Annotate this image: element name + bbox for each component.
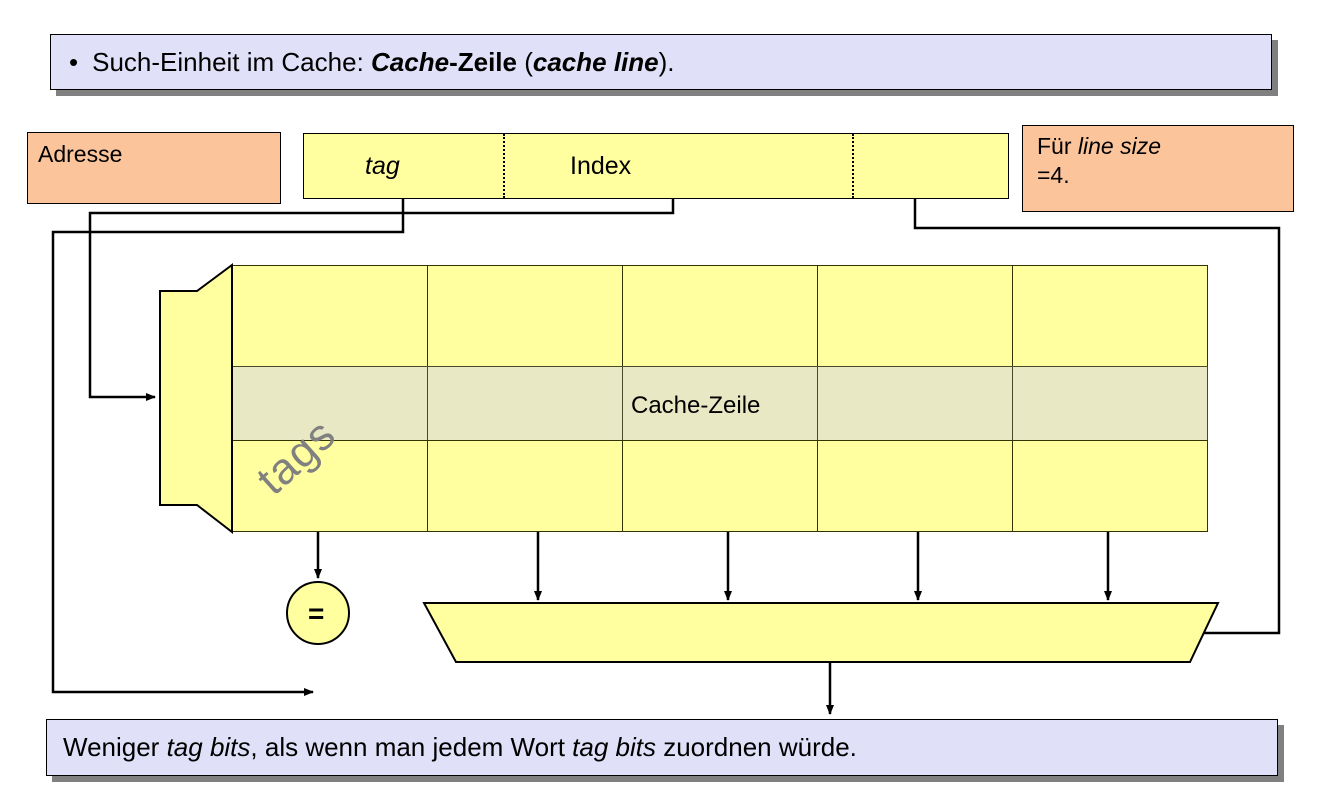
cache-cell-r0c1	[427, 265, 623, 367]
cache-cell-r2c2	[622, 440, 818, 532]
address-divider-index-offset	[852, 134, 854, 198]
comparator-equals-label: =	[308, 598, 325, 629]
cache-cell-r2c3	[817, 440, 1013, 532]
bottom-banner-seg-4: zuordnen würde.	[656, 732, 857, 763]
cache-cell-r1c3	[817, 366, 1013, 441]
multiplexer-trapezoid	[422, 602, 1220, 663]
bottom-banner-text: Weniger tag bits, als wenn man jedem Wor…	[63, 733, 857, 762]
top-banner-seg-0: Such-Einheit im Cache:	[92, 46, 372, 77]
cache-cell-r0c4	[1012, 265, 1208, 367]
address-field-index-label: Index	[570, 152, 632, 180]
cache-cell-r2c1	[427, 440, 623, 532]
cache-cell-r1c4	[1012, 366, 1208, 441]
bottom-banner-seg-1: tag bits	[166, 732, 251, 763]
top-banner: • Such-Einheit im Cache: Cache-Zeile (ca…	[50, 34, 1272, 90]
top-banner-text: Such-Einheit im Cache: Cache-Zeile (cach…	[92, 46, 675, 77]
bottom-banner-seg-0: Weniger	[63, 732, 167, 763]
adresse-label: Adresse	[38, 141, 123, 167]
address-field-tag-label: tag	[365, 152, 400, 180]
address-divider-tag-index	[503, 134, 505, 198]
cache-cell-r0c0	[232, 265, 428, 367]
bullet-icon: •	[69, 46, 79, 77]
cache-cell-r0c2	[622, 265, 818, 367]
tag-array-block	[159, 263, 233, 535]
cache-cell-r2c4	[1012, 440, 1208, 532]
address-field-bar	[303, 133, 1009, 199]
line-size-note-value: =4.	[1037, 162, 1070, 189]
cache-cell-r0c3	[817, 265, 1013, 367]
bottom-banner: Weniger tag bits, als wenn man jedem Wor…	[46, 719, 1278, 776]
top-banner-seg-4: cache line	[532, 46, 659, 77]
top-banner-seg-5: ).	[658, 46, 675, 77]
line-size-note-prefix: Für	[1037, 133, 1078, 159]
line-size-note-box: Für line size =4.	[1022, 125, 1294, 212]
bottom-banner-seg-2: , als wenn man jedem Wort	[250, 732, 573, 763]
line-size-note-italic: line size	[1077, 133, 1161, 159]
cache-zeile-label: Cache-Zeile	[631, 392, 761, 419]
cache-cell-r1c1	[427, 366, 623, 441]
top-banner-seg-1: Cache	[371, 46, 450, 77]
top-banner-seg-3: (	[516, 46, 533, 77]
bottom-banner-seg-3: tag bits	[572, 732, 656, 763]
top-banner-seg-2: -Zeile	[449, 46, 517, 77]
adresse-label-box: Adresse	[27, 132, 281, 204]
